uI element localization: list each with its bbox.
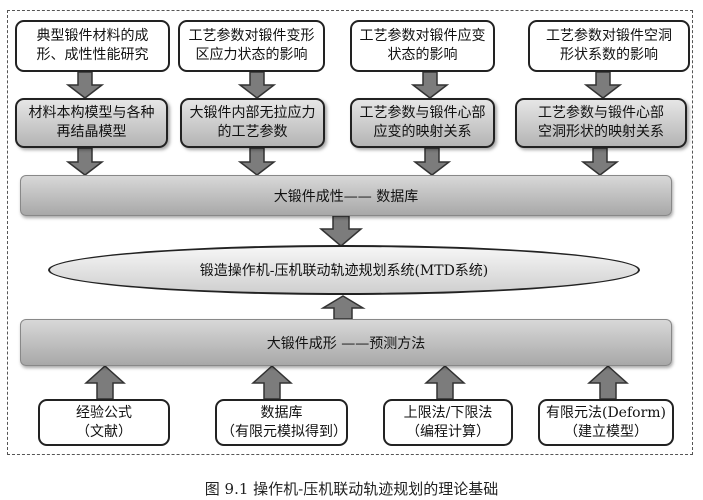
prediction-band: 大锻件成形 ——预测方法: [20, 319, 672, 366]
grey-box-process-parameters: 大锻件内部无拉应力 的工艺参数: [180, 98, 325, 148]
grey-box-constitutive-model: 材料本构模型与各种 再结晶模型: [15, 98, 168, 148]
arrow-down-center: [318, 215, 364, 247]
bottom-box-database: 数据库 （有限元模拟得到）: [215, 399, 348, 446]
arrow-down-3a: [410, 71, 450, 99]
arrow-down-1a: [65, 71, 105, 99]
arrow-up-3: [424, 364, 466, 400]
database-band: 大锻件成性—— 数据库: [20, 175, 672, 216]
arrow-down-4a: [583, 71, 623, 99]
arrow-down-3b: [412, 147, 452, 176]
arrow-up-1: [84, 364, 126, 400]
arrow-down-2b: [237, 147, 277, 176]
grey-box-void-mapping: 工艺参数与锻件心部 空洞形状的映射关系: [515, 98, 687, 148]
top-box-forming-research: 典型锻件材料的成 形、成性性能研究: [15, 20, 170, 72]
arrow-down-2a: [237, 71, 277, 99]
figure-caption: 图 9.1 操作机-压机联动轨迹规划的理论基础: [204, 480, 499, 498]
arrow-up-4: [587, 364, 629, 400]
arrow-up-2: [251, 364, 293, 400]
mtd-system-ellipse: 锻造操作机-压机联动轨迹规划系统(MTD系统): [48, 245, 640, 295]
arrow-down-1b: [65, 147, 105, 176]
bottom-box-fem-deform: 有限元法(Deform) （建立模型）: [538, 399, 674, 446]
top-box-strain-state: 工艺参数对锻件应变 状态的影响: [350, 20, 495, 72]
bottom-box-bound-methods: 上限法/下限法 （编程计算）: [383, 399, 513, 446]
arrow-up-center: [320, 295, 366, 320]
top-box-void-shape: 工艺参数对锻件空洞 形状系数的影响: [528, 20, 690, 72]
top-box-stress-state: 工艺参数对锻件变形 区应力状态的影响: [178, 20, 325, 72]
bottom-box-empirical-formula: 经验公式 （文献）: [38, 399, 170, 446]
arrow-down-4b: [580, 147, 620, 176]
diagram-frame: [7, 10, 693, 455]
grey-box-strain-mapping: 工艺参数与锻件心部 应变的映射关系: [350, 98, 495, 148]
